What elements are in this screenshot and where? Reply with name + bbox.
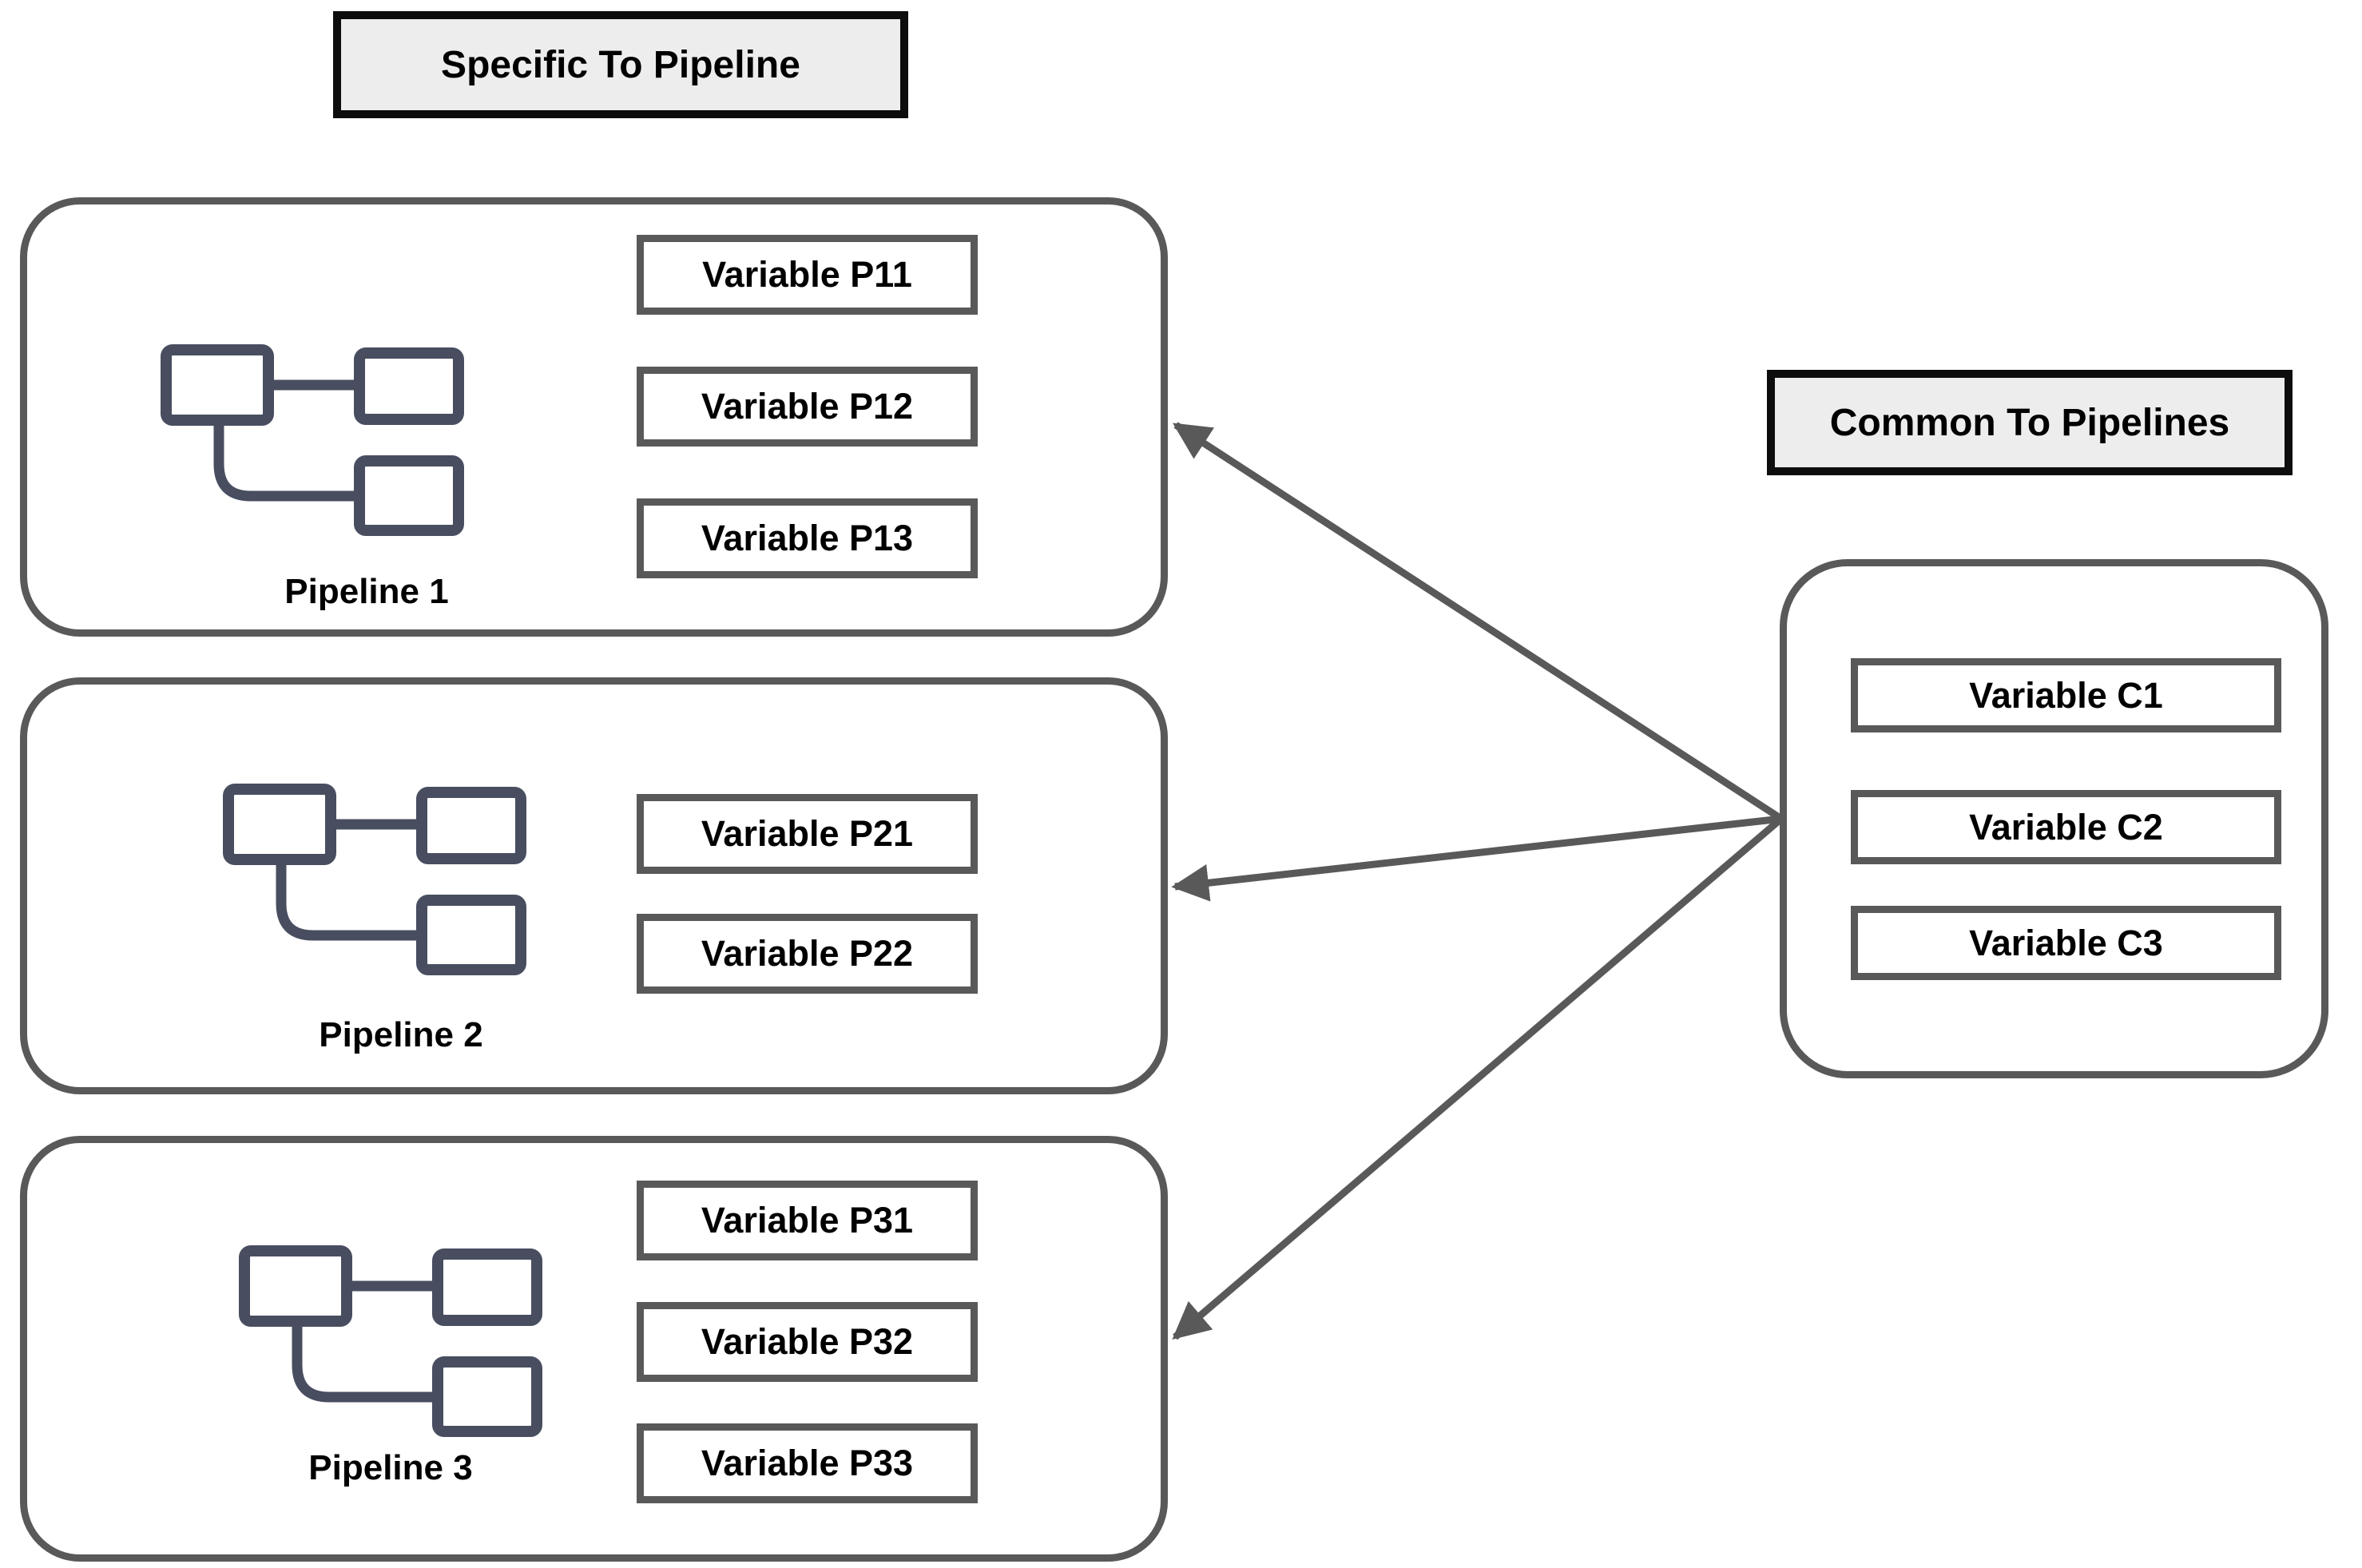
variable-box-p32: Variable P32	[637, 1302, 978, 1382]
pipeline-1-container: Pipeline 1 Variable P11 Variable P12 Var…	[20, 197, 1168, 637]
variable-p31-text: Variable P31	[701, 1200, 914, 1241]
variable-box-c2: Variable C2	[1851, 790, 2281, 864]
arrow-common-to-pipeline-2	[1171, 815, 1782, 902]
common-group-container: Variable C1 Variable C2 Variable C3	[1780, 559, 2328, 1078]
pipeline-2-container: Pipeline 2 Variable P21 Variable P22	[20, 677, 1168, 1094]
variable-box-c1: Variable C1	[1851, 658, 2281, 732]
variable-box-p33: Variable P33	[637, 1423, 978, 1503]
pipeline-3-container: Pipeline 3 Variable P31 Variable P32 Var…	[20, 1136, 1168, 1562]
pipeline-1-name: Pipeline 1	[284, 572, 449, 611]
variable-p12-text: Variable P12	[701, 386, 914, 427]
variable-p11-text: Variable P11	[702, 254, 912, 295]
variable-c3-text: Variable C3	[1969, 922, 2163, 963]
common-to-pipelines-label-text: Common To Pipelines	[1829, 401, 2230, 444]
variable-p32-text: Variable P32	[701, 1321, 914, 1362]
flow-diagram-icon	[223, 782, 526, 982]
flow-diagram-icon	[161, 343, 464, 542]
variable-c1-text: Variable C1	[1969, 674, 2163, 716]
variable-p33-text: Variable P33	[701, 1443, 914, 1483]
specific-to-pipeline-label-text: Specific To Pipeline	[441, 43, 800, 86]
variable-box-p13: Variable P13	[637, 498, 978, 578]
pipeline-2-name: Pipeline 2	[319, 1015, 483, 1054]
variable-p13-text: Variable P13	[701, 518, 914, 558]
variable-p22-text: Variable P22	[701, 933, 914, 974]
flow-diagram-icon	[239, 1244, 542, 1443]
variable-box-p11: Variable P11	[637, 235, 978, 315]
arrow-common-to-pipeline-1	[1173, 422, 1784, 822]
variable-box-c3: Variable C3	[1851, 906, 2281, 980]
variable-box-p21: Variable P21	[637, 794, 978, 874]
variable-box-p12: Variable P12	[637, 367, 978, 447]
variable-box-p31: Variable P31	[637, 1181, 978, 1260]
arrow-common-to-pipeline-3	[1172, 816, 1784, 1340]
pipeline-3-name: Pipeline 3	[308, 1448, 473, 1487]
variable-box-p22: Variable P22	[637, 914, 978, 994]
variable-p21-text: Variable P21	[701, 813, 914, 854]
specific-to-pipeline-label: Specific To Pipeline	[333, 11, 908, 118]
common-to-pipelines-label: Common To Pipelines	[1767, 370, 2293, 475]
variable-c2-text: Variable C2	[1969, 806, 2163, 848]
